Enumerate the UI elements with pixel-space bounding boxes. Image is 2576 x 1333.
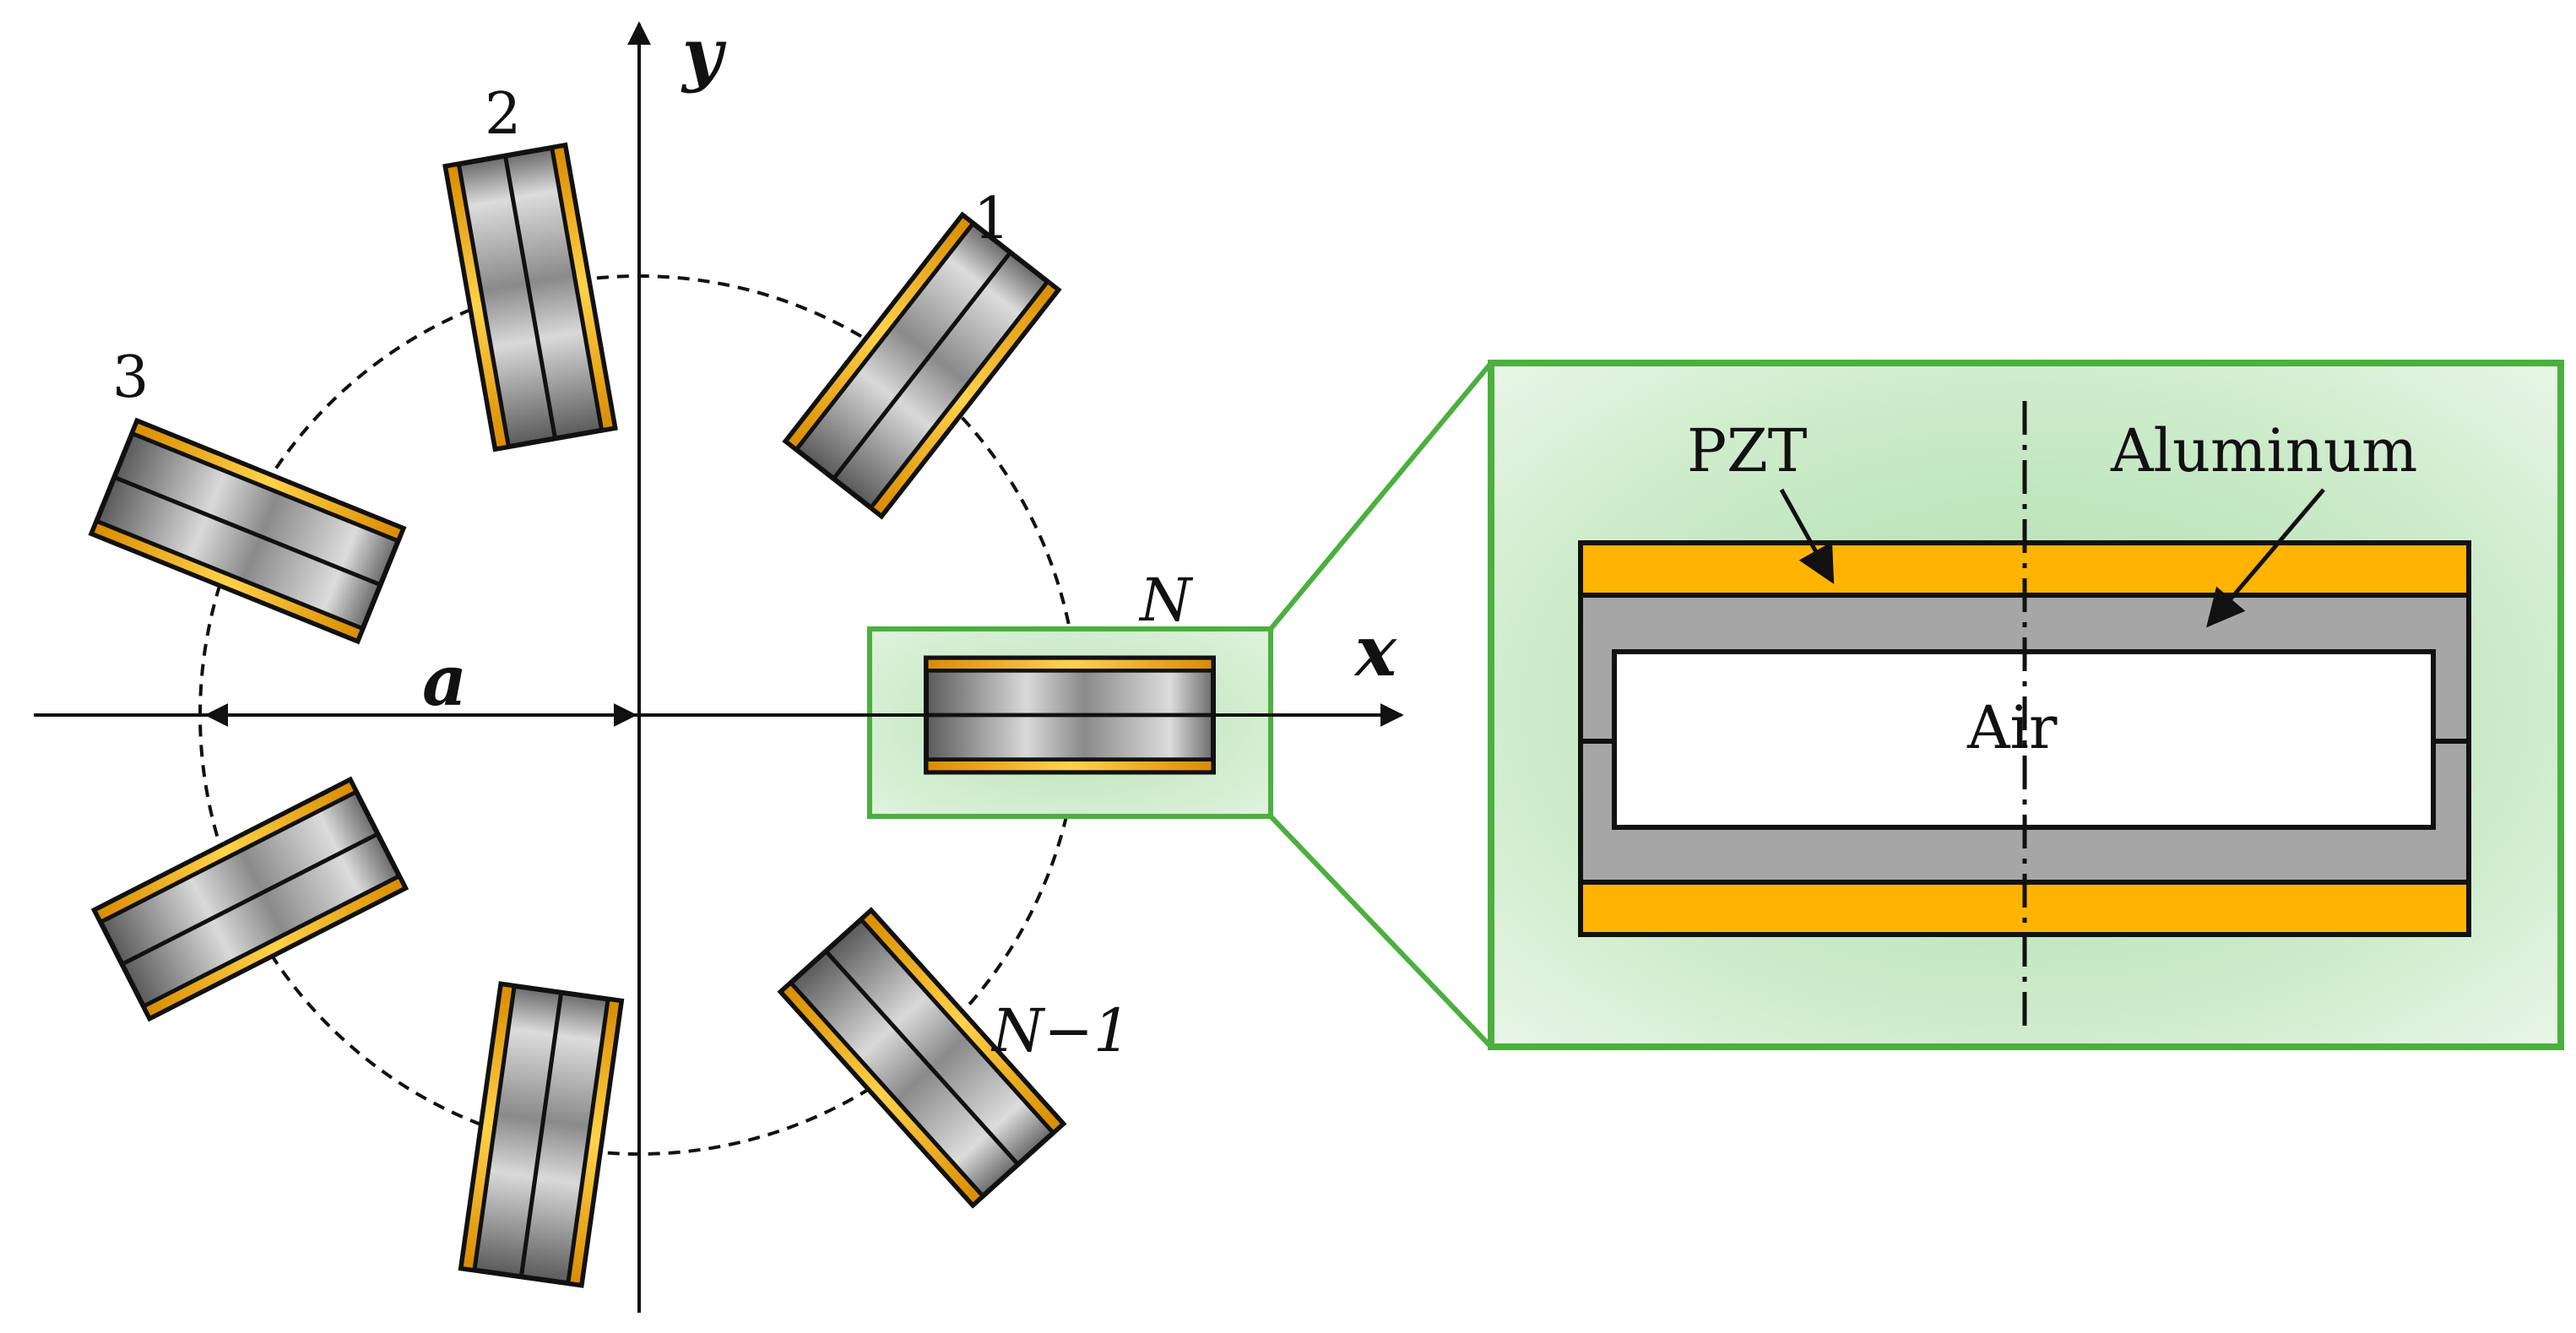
element-label-n-minus-1: N−1 bbox=[990, 996, 1131, 1065]
zoom-connector-top bbox=[1268, 361, 1494, 631]
element-label-3: 3 bbox=[112, 344, 149, 411]
ring-element-6 bbox=[461, 984, 621, 1286]
ring-element-2 bbox=[446, 145, 616, 449]
element-label-1: 1 bbox=[973, 186, 1010, 252]
air-cavity bbox=[1612, 649, 2436, 830]
aluminum-label: Aluminum bbox=[2110, 416, 2417, 485]
detail-panel: PZT Aluminum Air bbox=[1488, 360, 2564, 1050]
element-label-n: N bbox=[1138, 566, 1194, 635]
radius-label: a bbox=[422, 641, 467, 722]
element-label-2: 2 bbox=[485, 81, 521, 148]
air-label: Air bbox=[1966, 693, 2058, 762]
zoom-connector-bottom bbox=[1268, 814, 1494, 1049]
pzt-leader-arrow bbox=[1779, 488, 1835, 584]
y-axis-label: y bbox=[681, 14, 727, 95]
ring-element-1 bbox=[786, 215, 1059, 517]
ring-element-5 bbox=[95, 780, 405, 1019]
ring-element-3 bbox=[91, 421, 403, 642]
x-axis-label: x bbox=[1353, 611, 1397, 692]
pzt-label: PZT bbox=[1687, 416, 1807, 485]
aluminum-leader-arrow bbox=[2206, 488, 2325, 628]
